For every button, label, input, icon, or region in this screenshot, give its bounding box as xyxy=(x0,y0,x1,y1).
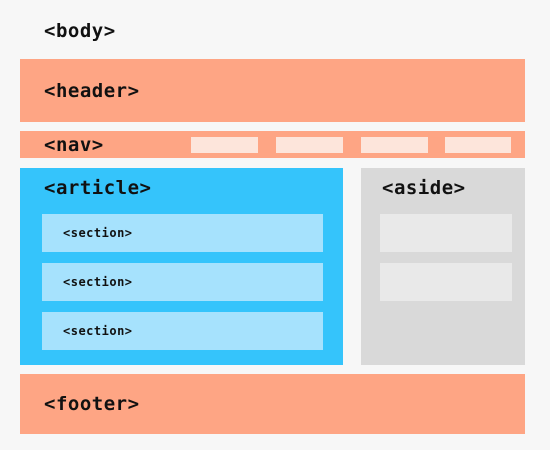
article-block: <article> <section> <section> <section> xyxy=(20,168,343,365)
header-label: <header> xyxy=(44,80,140,102)
aside-item-placeholder xyxy=(380,214,512,252)
footer-label: <footer> xyxy=(44,393,140,415)
nav-link-placeholder xyxy=(445,137,511,153)
nav-block: <nav> xyxy=(20,131,525,158)
nav-link-placeholder xyxy=(276,137,343,153)
nav-link-placeholder xyxy=(361,137,428,153)
nav-label: <nav> xyxy=(44,134,104,156)
aside-label: <aside> xyxy=(382,177,466,199)
article-label: <article> xyxy=(44,177,152,199)
section-block: <section> xyxy=(42,312,323,350)
nav-link-placeholder xyxy=(191,137,258,153)
section-label: <section> xyxy=(63,226,133,240)
body-label: <body> xyxy=(44,20,116,42)
section-label: <section> xyxy=(63,324,133,338)
header-block: <header> xyxy=(20,59,525,122)
aside-item-placeholder xyxy=(380,263,512,301)
section-label: <section> xyxy=(63,275,133,289)
footer-block: <footer> xyxy=(20,374,525,434)
aside-block: <aside> xyxy=(361,168,525,365)
section-block: <section> xyxy=(42,263,323,301)
section-block: <section> xyxy=(42,214,323,252)
